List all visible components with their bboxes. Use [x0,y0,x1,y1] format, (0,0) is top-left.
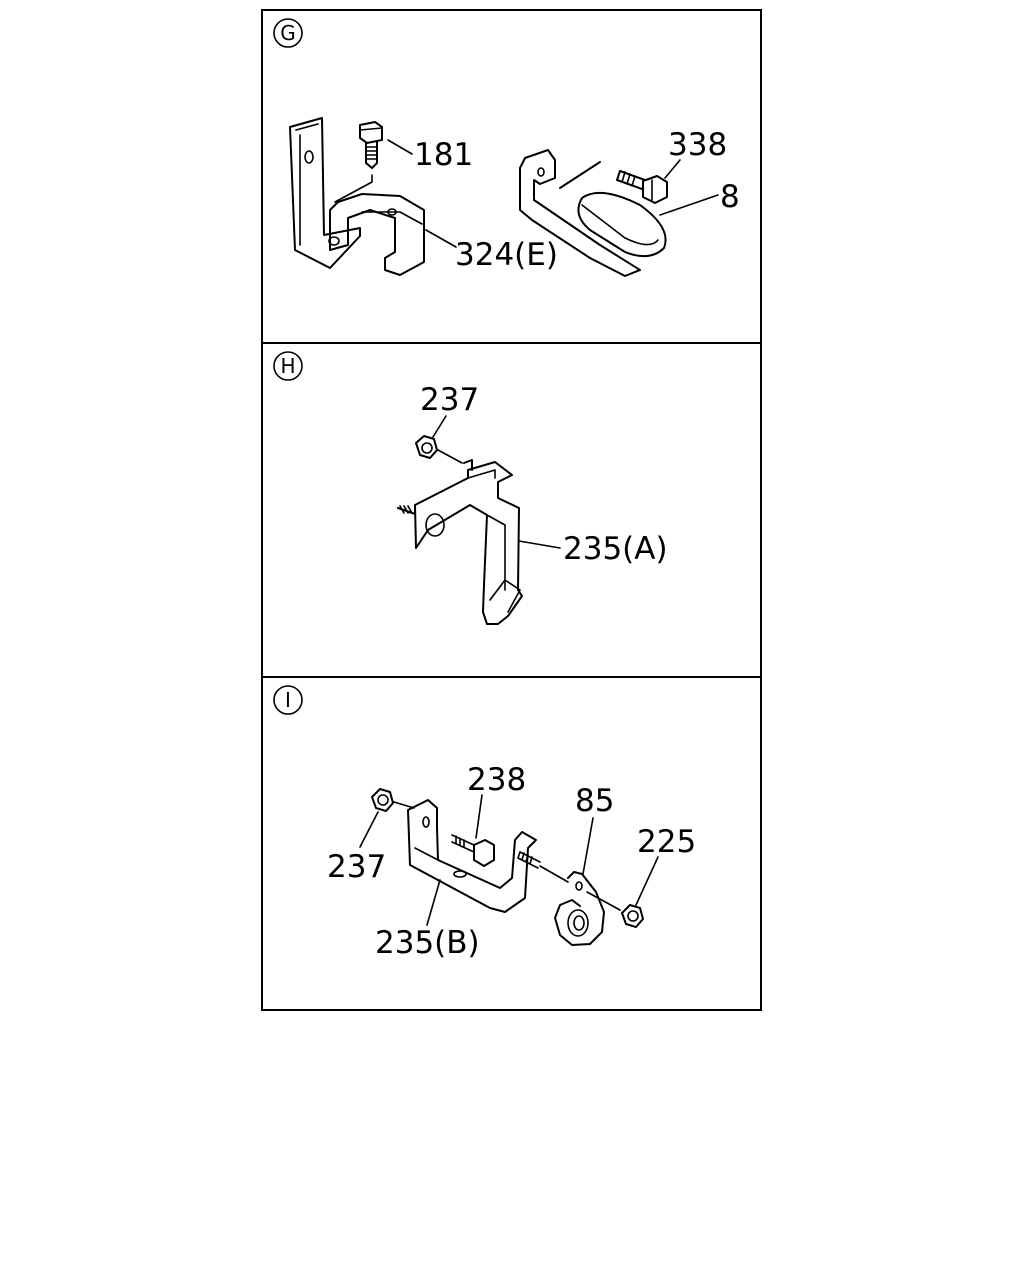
clip-85-drawing [554,871,621,946]
callout-8: 8 [720,179,740,215]
panel-h: H 237 235(A) [273,351,668,625]
callout-237-i: 237 [327,849,386,885]
panel-i-badge [273,685,303,715]
panel-g-tag: G [280,21,296,45]
nut-237-i-drawing [371,788,415,812]
bolt-238-drawing [451,834,495,867]
panel-i: I [273,685,696,961]
panel-h-tag: H [280,354,295,378]
callout-237-h: 237 [420,382,479,418]
bracket-235a-drawing [397,459,523,625]
clamp-8-drawing [519,149,667,277]
nut-225-drawing [621,904,644,928]
nut-237-h-drawing [415,435,463,464]
diagram-frame [261,9,762,1011]
callout-235b: 235(B) [375,925,480,961]
callout-225: 225 [637,824,696,860]
callout-238: 238 [467,762,526,798]
panel-g-badge [273,18,303,48]
bracket-324e-drawing [289,117,425,276]
callout-181: 181 [414,137,473,173]
panel-h-badge [273,351,303,381]
callout-85: 85 [575,783,614,819]
panel-g: G [273,18,740,277]
callout-338: 338 [668,127,727,163]
callout-324e: 324(E) [455,237,558,273]
panel-i-tag: I [285,688,291,712]
bracket-235b-drawing [407,799,537,913]
bolt-181-drawing [359,121,383,169]
stud-drawing [517,851,569,883]
screw-338-drawing [616,170,668,204]
callout-235a: 235(A) [563,531,668,567]
